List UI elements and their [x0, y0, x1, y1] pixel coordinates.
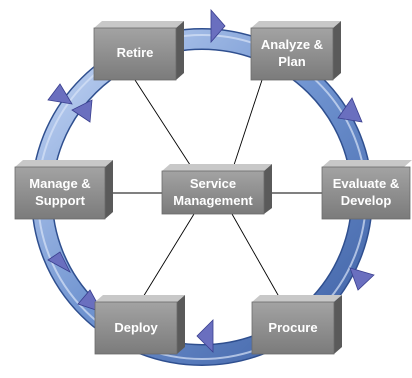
center-node-service-management[interactable]: Service Management [161, 164, 272, 215]
evaluate-label-line2: Develop [341, 193, 392, 208]
node-retire[interactable]: Retire [93, 21, 184, 81]
arrowhead-icon [47, 83, 73, 105]
arrowhead-icon [349, 267, 375, 291]
arrowhead-icon [210, 8, 226, 44]
node-deploy[interactable]: Deploy [94, 295, 185, 355]
node-manage-support[interactable]: Manage & Support [14, 160, 113, 220]
evaluate-label-line1: Evaluate & [333, 176, 399, 191]
analyze-label-line1: Analyze & [261, 37, 323, 52]
arrowhead-icon [71, 99, 93, 123]
manage-label-line1: Manage & [29, 176, 90, 191]
node-evaluate-develop[interactable]: Evaluate & Develop [321, 160, 412, 220]
arrowhead-icon [337, 97, 363, 123]
cycle-arrowheads [47, 8, 375, 353]
arrowhead-icon [47, 251, 71, 273]
spoke-connectors [113, 79, 322, 303]
procure-label: Procure [268, 320, 317, 335]
analyze-label-line2: Plan [278, 54, 306, 69]
connector-procure [231, 213, 283, 303]
retire-label: Retire [117, 45, 154, 60]
center-label-line2: Management [173, 193, 253, 208]
manage-label-line2: Support [35, 193, 85, 208]
deploy-label: Deploy [114, 320, 158, 335]
connector-analyze [231, 79, 263, 172]
connector-retire [134, 79, 195, 172]
connector-deploy [139, 213, 195, 303]
node-procure[interactable]: Procure [251, 295, 342, 355]
center-label-line1: Service [190, 176, 236, 191]
node-analyze-plan[interactable]: Analyze & Plan [250, 21, 341, 81]
arrowhead-icon [196, 319, 214, 353]
